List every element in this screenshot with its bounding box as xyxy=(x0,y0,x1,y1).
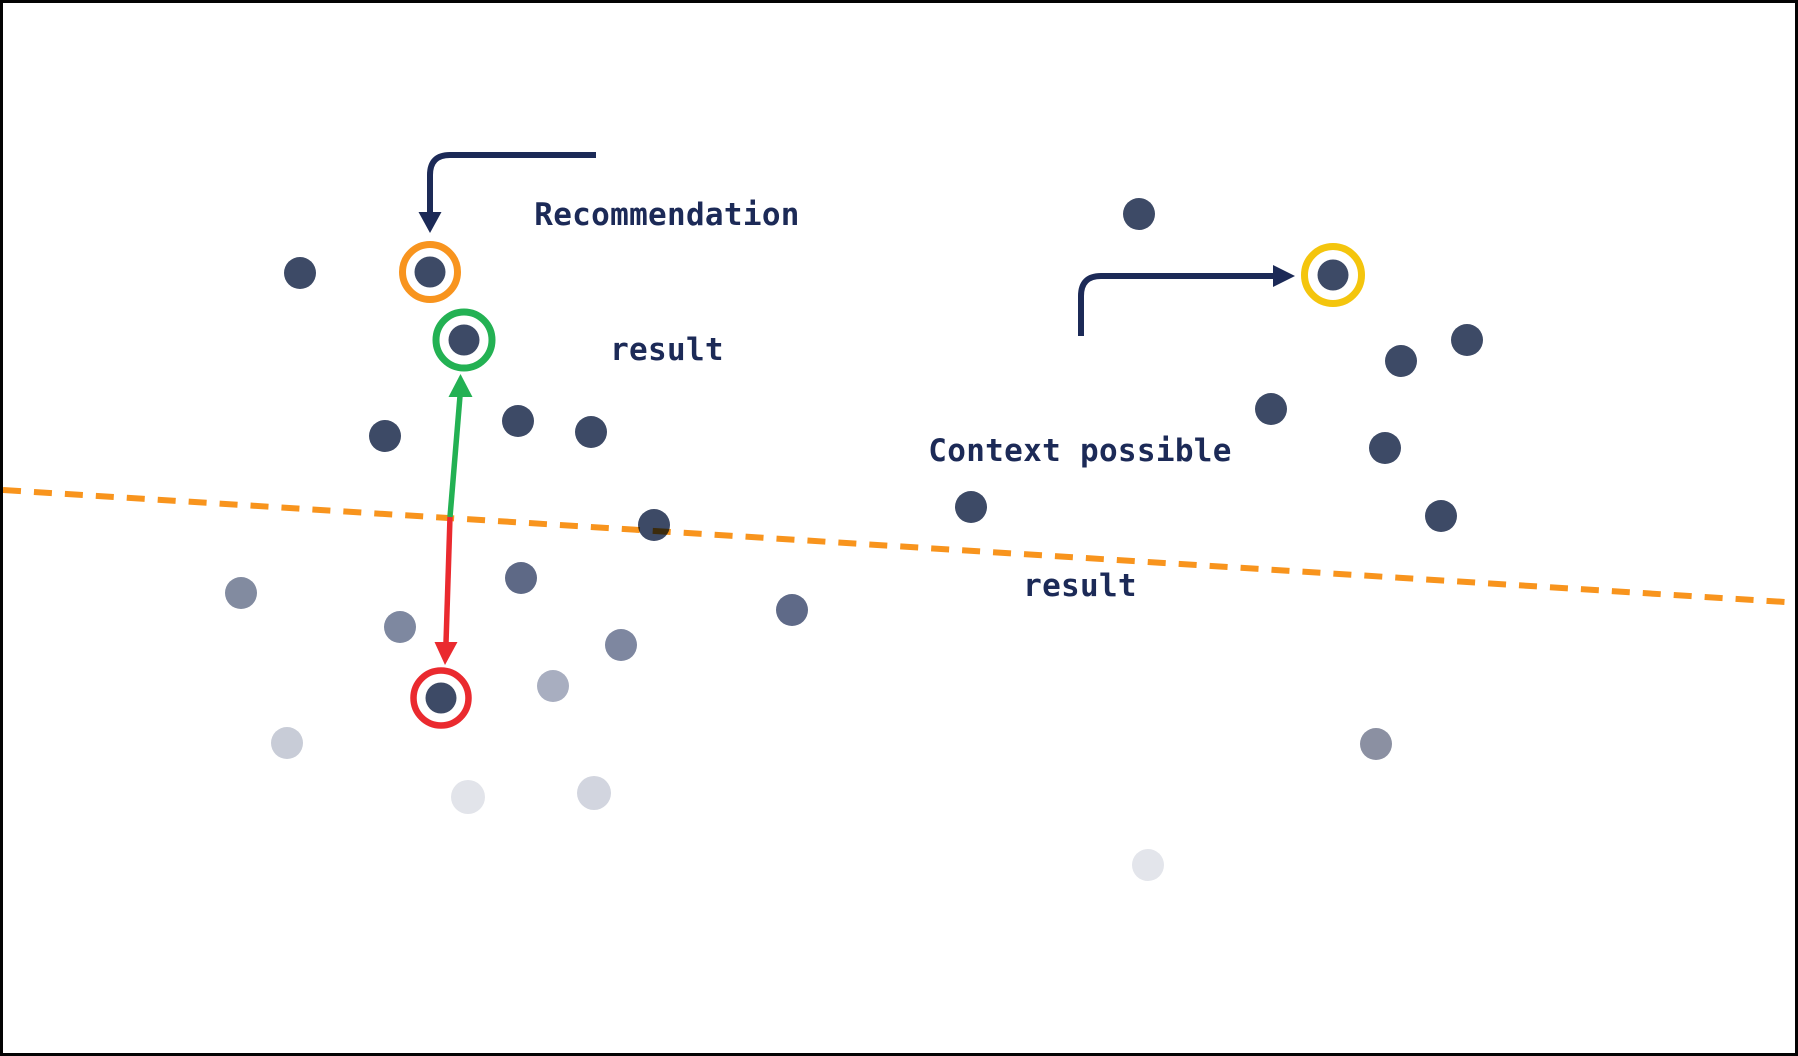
scatter-diagram xyxy=(3,152,1795,881)
distance-arrow-up-head xyxy=(448,374,473,397)
context-possible-result-label: Context possible result xyxy=(928,339,1231,699)
data-point xyxy=(271,727,303,759)
recommendation-arrow xyxy=(427,152,596,214)
recommendation-result-label: Recommendation result xyxy=(534,103,800,463)
distance-arrow-down-head xyxy=(434,642,458,665)
distance-arrow-layer xyxy=(434,374,473,665)
data-point xyxy=(955,491,987,523)
context-arrow xyxy=(1078,273,1274,336)
distance-arrow-green-shaft xyxy=(447,395,463,518)
data-point xyxy=(425,682,457,714)
data-points-layer xyxy=(225,198,1483,881)
data-point xyxy=(414,256,446,288)
distance-arrow-red-shaft xyxy=(443,516,453,644)
annotation-arrows-layer xyxy=(418,152,1295,336)
recommendation-result-ring xyxy=(399,241,461,303)
data-point xyxy=(384,611,416,643)
data-point xyxy=(1123,198,1155,230)
data-point xyxy=(1369,432,1401,464)
decision-boundary-layer xyxy=(3,487,1795,606)
data-point xyxy=(502,405,534,437)
context-label-line2: result xyxy=(1023,568,1137,604)
data-point xyxy=(537,670,569,702)
data-point xyxy=(225,577,257,609)
data-point xyxy=(1360,728,1392,760)
data-point xyxy=(505,562,537,594)
decision-boundary-line xyxy=(3,487,1795,606)
recommendation-arrow-head xyxy=(418,212,442,233)
highlight-rings-layer xyxy=(399,241,1365,729)
context-actual-ring xyxy=(432,308,496,372)
data-point xyxy=(1317,259,1349,291)
data-point xyxy=(575,416,607,448)
data-point xyxy=(1385,345,1417,377)
distant-result-ring xyxy=(410,667,472,729)
data-point xyxy=(605,629,637,661)
context-arrow-head xyxy=(1273,265,1295,287)
context-possible-ring xyxy=(1301,243,1365,307)
data-point xyxy=(1425,500,1457,532)
context-label-line1: Context possible xyxy=(928,433,1232,469)
data-point xyxy=(638,509,670,541)
data-point xyxy=(1255,393,1287,425)
data-point xyxy=(577,776,611,810)
data-point xyxy=(369,420,401,452)
data-point xyxy=(776,594,808,626)
data-point xyxy=(284,257,316,289)
data-point xyxy=(1451,324,1483,356)
data-point xyxy=(448,324,480,356)
data-point xyxy=(1132,849,1164,881)
data-point xyxy=(451,780,485,814)
recommendation-label-line2: result xyxy=(610,332,724,368)
recommendation-label-line1: Recommendation xyxy=(534,197,800,233)
